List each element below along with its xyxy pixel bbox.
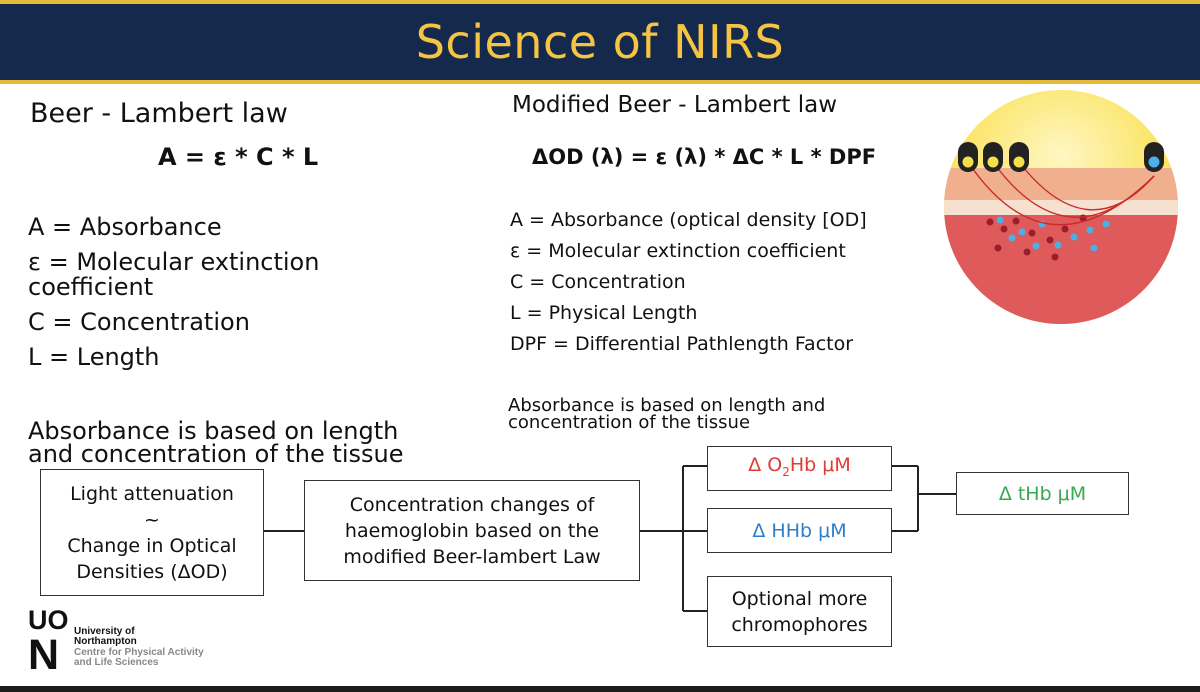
modified-beer-lambert-formula: ΔOD (λ) = ε (λ) * ΔC * L * DPF — [532, 145, 877, 169]
svg-text:UO: UO — [28, 605, 69, 635]
box-line: modified Beer-lambert Law — [343, 545, 601, 568]
university-logo: UO N — [28, 605, 69, 671]
light-attenuation-box: Light attenuation ~ Change in Optical De… — [40, 469, 264, 596]
left-absorbance-statement: Absorbance is based on length and concen… — [28, 417, 404, 468]
box-line: Light attenuation — [70, 482, 234, 505]
box-line: Change in Optical — [67, 534, 237, 557]
oxyhemoglobin-dots — [996, 216, 1110, 252]
box-line: Optional more — [731, 587, 868, 610]
light-paths — [967, 161, 1155, 226]
definition-item: C = Concentration — [28, 308, 250, 336]
o2hb-label: Δ O2Hb μM — [748, 454, 851, 479]
box-line: chromophores — [731, 613, 868, 636]
modified-beer-lambert-heading: Modified Beer - Lambert law — [512, 92, 838, 118]
modified-beer-lambert-definitions: A = Absorbance (optical density [OD] ε =… — [510, 208, 867, 363]
box-line: haemoglobin based on the — [344, 519, 600, 542]
beer-lambert-formula: A = ε * C * L — [158, 143, 319, 171]
definition-item: L = Physical Length — [510, 302, 698, 324]
box-line: Densities (ΔOD) — [76, 560, 228, 583]
definition-item: C = Concentration — [510, 271, 686, 293]
delta-thb-box: Δ tHb μM — [956, 472, 1129, 515]
thb-label: Δ tHb μM — [998, 482, 1087, 505]
page-title: Science of NIRS — [415, 15, 785, 69]
hhb-label: Δ HHb μM — [752, 519, 847, 542]
definition-item: L = Length — [28, 343, 160, 371]
definition-item: A = Absorbance — [28, 213, 222, 241]
definition-item: ε = Molecular extinction coefficient — [510, 240, 846, 262]
title-bar: Science of NIRS — [0, 0, 1200, 84]
beer-lambert-heading: Beer - Lambert law — [30, 98, 288, 129]
beer-lambert-definitions: A = Absorbance ε = Molecular extinction … — [28, 215, 348, 380]
hemoglobin-dots — [986, 214, 1087, 261]
definition-item: ε = Molecular extinction coefficient — [28, 248, 320, 301]
definition-item: DPF = Differential Pathlength Factor — [510, 333, 854, 355]
nirs-tissue-illustration — [944, 90, 1178, 324]
nirs-optodes — [958, 142, 1164, 172]
svg-text:N: N — [28, 631, 59, 671]
box-line: ~ — [144, 508, 160, 531]
definition-item: A = Absorbance (optical density [OD] — [510, 209, 867, 231]
box-line: Concentration changes of — [349, 493, 595, 516]
delta-o2hb-box: Δ O2Hb μM — [707, 446, 892, 491]
logo-university-name: University of Northampton — [74, 626, 137, 647]
optional-chromophores-box: Optional more chromophores — [707, 576, 892, 647]
logo-centre-name: Centre for Physical Activity and Life Sc… — [74, 647, 204, 668]
concentration-changes-box: Concentration changes of haemoglobin bas… — [304, 480, 640, 581]
right-absorbance-statement: Absorbance is based on length and concen… — [508, 395, 826, 433]
delta-hhb-box: Δ HHb μM — [707, 508, 892, 553]
